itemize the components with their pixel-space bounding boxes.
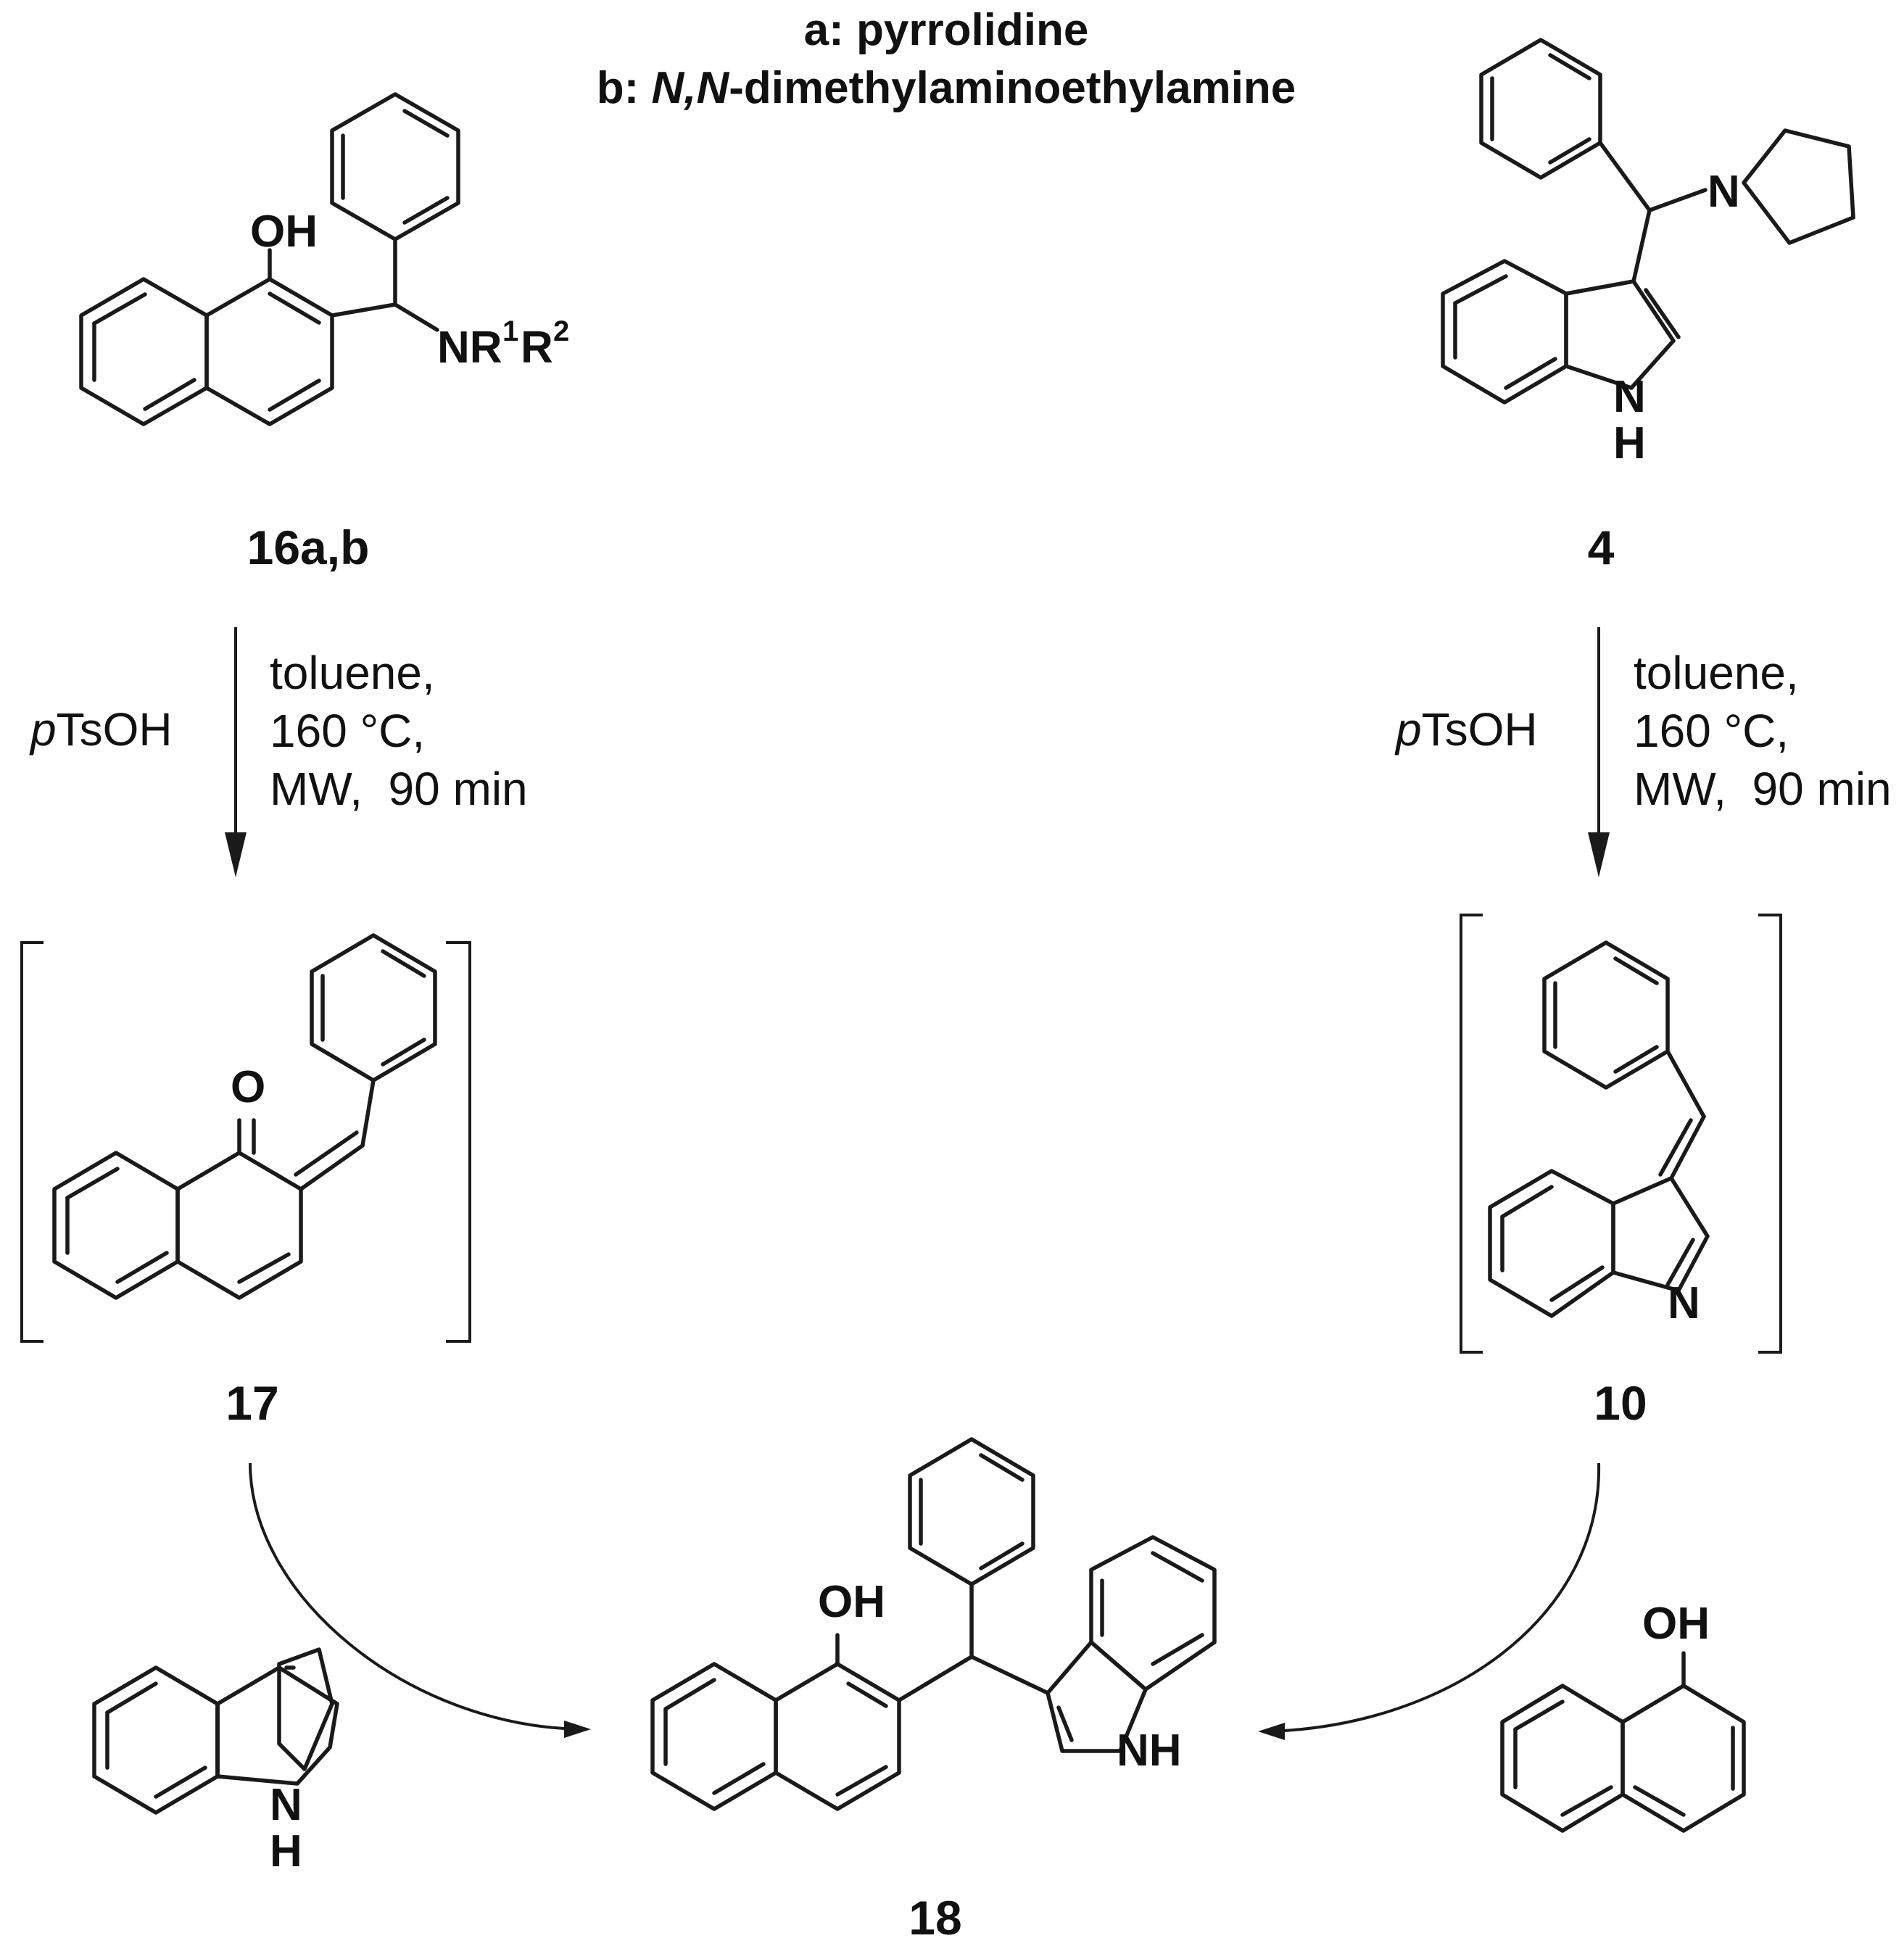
atom-n-indole-reagent: N [270,1780,302,1830]
compound-label-4: 4 [1588,521,1615,574]
condition-right-2: 160 °C, [1634,705,1789,757]
arrow-curve-right [1258,1462,1601,1740]
atom-oh-18: OH [818,1577,885,1627]
legend-line-b: b: N,N-dimethylaminoethylamine [597,63,1296,113]
structure-indole: N H [92,1647,339,1876]
atom-h-indole: H [1613,418,1646,468]
atom-n-indole: N [1613,372,1646,422]
reagent-right: pTsOH [1394,703,1538,755]
atom-oh-naphthol: OH [1642,1599,1710,1649]
compound-label-18: 18 [908,1891,961,1945]
atom-n-pyrrolidine: N [1708,167,1740,217]
condition-left-1: toluene, [270,647,435,699]
arrow-curve-left [249,1462,591,1738]
bracket-left-17 [20,941,44,1343]
legend-line-a: a: pyrrolidine [804,5,1089,55]
structure-10: N [1488,940,1710,1328]
structure-17: O [52,933,437,1300]
arrow-right-down [1588,627,1610,877]
structure-16: OH NR 1 R 2 [79,92,569,426]
condition-left-3: MW, 90 min [270,763,528,815]
atom-h-indole-reagent: H [270,1826,302,1876]
atom-oh: OH [250,207,318,257]
bracket-left-10 [1460,914,1483,1354]
structure-4: N N H [1441,38,1855,468]
atom-nr1r2: NR [437,323,502,373]
sup-2: 2 [553,315,569,347]
compound-label-10: 10 [1594,1376,1647,1430]
atom-n-indolenine: N [1668,1278,1700,1328]
atom-r2: R [521,323,553,373]
atom-o: O [231,1062,265,1112]
arrow-left-down [225,627,247,877]
structure-naphthol: OH [1500,1599,1746,1833]
structure-18: OH NH [650,1437,1217,1811]
condition-right-1: toluene, [1634,647,1799,699]
sup-1: 1 [502,315,518,347]
bracket-right-17 [446,941,471,1343]
atom-nh-18: NH [1117,1726,1182,1776]
compound-label-16: 16a,b [247,521,370,574]
compound-label-17: 17 [225,1376,278,1430]
bracket-right-10 [1758,914,1782,1354]
condition-left-2: 160 °C, [270,705,425,757]
condition-right-3: MW, 90 min [1634,763,1892,815]
reagent-left: pTsOH [29,703,173,755]
